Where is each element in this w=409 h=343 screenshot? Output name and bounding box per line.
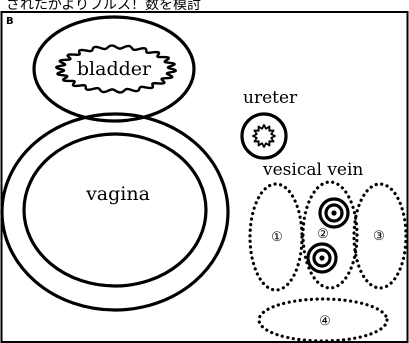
vagina-label: vagina (85, 183, 150, 205)
vessel-upper-center (331, 210, 336, 215)
vagina-outer-ring (2, 114, 228, 310)
vessel-lower-center (319, 255, 324, 260)
vesical-vein-upper (320, 199, 348, 227)
panel-label: B (6, 16, 14, 27)
ureter-label: ureter (243, 88, 298, 108)
vagina-inner-ring (24, 134, 206, 286)
ureter-lumen-outline (253, 125, 275, 147)
region-3-label: ③ (373, 229, 385, 244)
ureter-outer-ring (242, 114, 286, 158)
vesical-vein-lower (308, 244, 336, 272)
region-4-label: ④ (319, 314, 331, 329)
vesical-vein-label: vesical vein (262, 160, 363, 180)
region-1-label: ① (271, 230, 283, 245)
bladder-label: bladder (77, 58, 152, 80)
region-2-outline (303, 182, 357, 288)
region-2-label: ② (317, 227, 329, 242)
